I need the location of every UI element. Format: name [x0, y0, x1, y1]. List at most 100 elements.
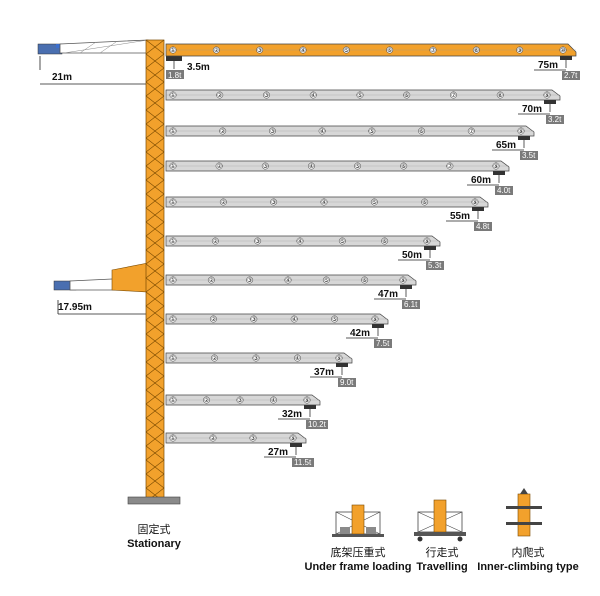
- section-number: ③: [264, 92, 269, 99]
- section-number: ②: [204, 397, 210, 404]
- section-marker: [467, 127, 475, 135]
- section-number: ③: [257, 47, 262, 54]
- jib-length-label: 27m: [268, 447, 288, 458]
- section-number: ②: [220, 128, 226, 135]
- section-marker: [252, 354, 260, 362]
- section-marker: [342, 46, 350, 54]
- section-marker: [400, 162, 408, 170]
- section-number: ④: [319, 128, 324, 135]
- mast-lattice: [145, 39, 165, 503]
- section-marker: [246, 276, 254, 284]
- section-number: ⑨: [517, 47, 522, 54]
- tip-load-text: 4.8t: [476, 222, 490, 231]
- section-marker: [209, 315, 217, 323]
- section-marker: [356, 91, 364, 99]
- section-number: ⑤: [369, 128, 374, 135]
- tip-load-text: 11.5t: [294, 458, 312, 467]
- counter-jib-length-label: 17.95m: [58, 302, 92, 313]
- jib-length-label: 60m: [471, 175, 491, 186]
- section-number: ②: [210, 435, 216, 442]
- min-radius-load-badge: [166, 70, 184, 79]
- lower-counter-jib: 17.95m: [53, 262, 149, 315]
- section-number: ⑨: [518, 128, 523, 135]
- section-marker: [250, 315, 258, 323]
- section-number: ③: [271, 199, 276, 206]
- section-number: ①: [170, 92, 175, 99]
- section-marker: [386, 46, 394, 54]
- section-number: ④: [271, 397, 276, 404]
- jib-length-label: 37m: [314, 367, 334, 378]
- tip-load-text: 5.3t: [428, 261, 442, 270]
- section-marker: [169, 237, 177, 245]
- section-marker: [516, 46, 524, 54]
- hook-trolley: [493, 171, 505, 175]
- tip-load-text: 9.0t: [340, 378, 354, 387]
- upper-counter-jib: 21m: [37, 39, 149, 85]
- section-marker: [207, 276, 215, 284]
- hook-trolley: [166, 56, 182, 61]
- section-marker: [169, 127, 177, 135]
- section-marker: [212, 46, 220, 54]
- hook-trolley: [400, 285, 412, 289]
- section-number: ②: [209, 277, 215, 284]
- section-marker: [543, 91, 551, 99]
- section-number: ⑨: [336, 355, 341, 362]
- section-number: ⑧: [498, 92, 503, 99]
- section-number: ④: [300, 47, 305, 54]
- section-marker: [256, 46, 264, 54]
- section-number: ①: [170, 277, 175, 284]
- tip-load-badge: [374, 339, 392, 348]
- section-marker: [322, 276, 330, 284]
- section-number: ⑤: [357, 92, 362, 99]
- section-marker: [169, 315, 177, 323]
- hook-trolley: [544, 100, 556, 104]
- inner-climbing-icon: [506, 488, 542, 537]
- section-marker: [270, 396, 277, 404]
- min-radius-label: 3.5m: [187, 62, 210, 73]
- jib-length-label: 42m: [350, 328, 370, 339]
- section-number: ①: [170, 397, 175, 404]
- section-number: ⑨: [472, 199, 477, 206]
- under-frame-cn-label: 底架压重式: [331, 545, 386, 559]
- tip-load-badge: [546, 115, 564, 124]
- section-marker: [268, 127, 276, 135]
- hook-trolley: [336, 363, 348, 367]
- section-number: ③: [255, 238, 260, 245]
- under-frame-en-label: Under frame loading: [305, 561, 412, 573]
- jib-length-label: 75m: [538, 60, 558, 71]
- tip-load-text: 7.5t: [376, 339, 390, 348]
- tip-load-badge: [520, 151, 538, 160]
- section-number: ⑤: [355, 163, 360, 170]
- section-number: ⑨: [304, 397, 309, 404]
- jib-length-label: 65m: [496, 140, 516, 151]
- section-number: ⑦: [451, 92, 457, 99]
- crane-mast: [127, 39, 181, 505]
- section-marker: [215, 162, 223, 170]
- section-number: ③: [250, 435, 255, 442]
- section-number: ⑨: [493, 163, 498, 170]
- tip-load-badge: [292, 458, 314, 467]
- section-number: ⑨: [290, 435, 295, 442]
- section-number: ①: [170, 238, 175, 245]
- section-number: ⑥: [404, 92, 409, 99]
- section-marker: [303, 396, 311, 404]
- section-number: ③: [270, 128, 275, 135]
- mast-body: [145, 39, 165, 499]
- travelling-en-label: Travelling: [416, 561, 467, 573]
- section-number: ⑨: [424, 238, 429, 245]
- tip-load-text: 10.2t: [308, 420, 327, 429]
- section-marker: [169, 162, 177, 170]
- section-marker: [318, 127, 326, 135]
- section-number: ①: [170, 355, 175, 362]
- section-marker: [296, 237, 304, 245]
- section-marker: [289, 434, 297, 442]
- section-marker: [403, 91, 411, 99]
- section-number: ②: [221, 199, 227, 206]
